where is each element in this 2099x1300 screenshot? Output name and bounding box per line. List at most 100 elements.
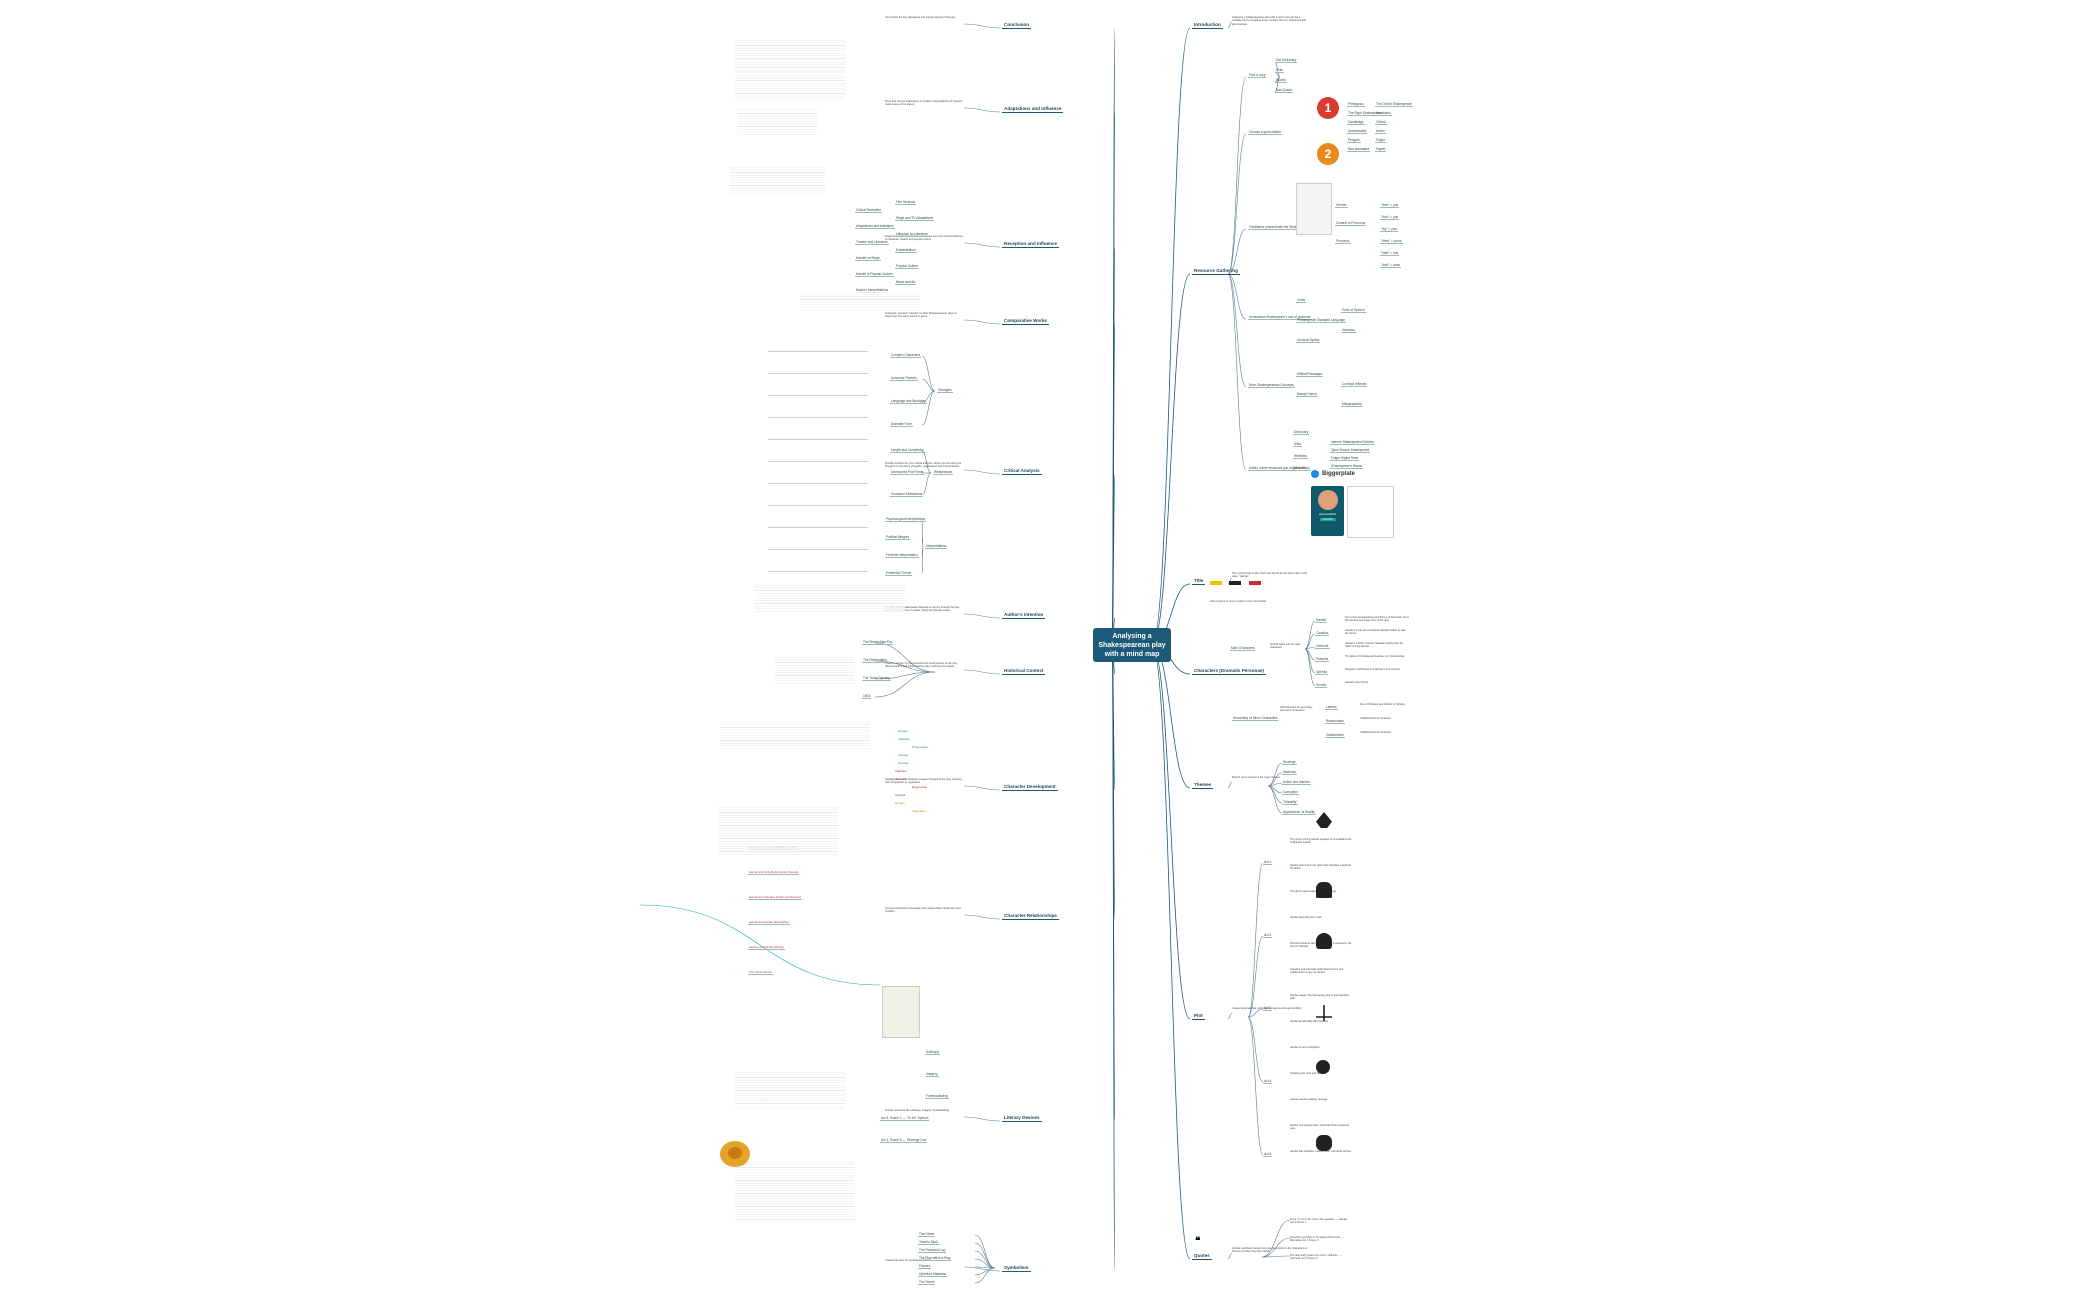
branch-resource[interactable]: Resource Gathering [1192, 268, 1240, 275]
connector-line [1227, 781, 1233, 789]
plot-event: Hamlet learns from the ghost that Claudi… [1290, 864, 1351, 871]
branch-summary-literary: Include examples like soliloquy, imagery… [885, 1109, 950, 1112]
reception-leaf: Influence on Literature [895, 232, 929, 237]
reception-leaf: Existentialism [895, 248, 917, 253]
character-name: Polonius [1315, 657, 1330, 662]
connector-line [874, 671, 936, 698]
vocabulary-leaf: "doth" = does [1380, 263, 1402, 268]
branch-characters[interactable]: Characters (Dramatis Personae) [1192, 668, 1266, 675]
character-desc: Hamlet's best friend [1345, 681, 1368, 684]
central-node[interactable]: Analysing a Shakespearean play with a mi… [1093, 628, 1171, 662]
interpretation-leaf: Political Allegory [885, 535, 911, 540]
edition-tag: The Oxford Shakespeare [1375, 102, 1413, 107]
development-tag: Stagnation [912, 809, 927, 813]
reception-leaf: Hamlet on Stage [855, 256, 881, 261]
edition-tag: Annotated [1375, 111, 1392, 116]
historical-leaf: The Tudor Dynasty [862, 676, 891, 681]
critical-paragraph [768, 511, 868, 528]
reception-leaf: Critical Reception [855, 208, 882, 213]
connector-line [1261, 1237, 1291, 1258]
branch-authors[interactable]: Author's Intention [1002, 612, 1046, 619]
branch-reception[interactable]: Reception and Influence [1002, 241, 1060, 248]
branch-summary-title: The central node of the mind map should … [1232, 572, 1308, 579]
reception-leaf: Popular Culture [895, 264, 920, 269]
skull-icon [1316, 1060, 1330, 1074]
branch-title[interactable]: Title [1192, 578, 1206, 585]
branch-summary-themes: Branch out to represent the major themes [1232, 776, 1280, 779]
strengths-label: Strengths [937, 388, 953, 393]
character-desc: Hamlet's mother, married Claudius shortl… [1345, 642, 1404, 649]
hamlet-flags-image [1210, 572, 1261, 590]
connector-line [963, 1266, 1001, 1272]
follow-button[interactable]: FOLLOW [1319, 518, 1336, 521]
branch-literary[interactable]: Literary Devices [1002, 1115, 1042, 1122]
secondary-character-desc: Childhood friend of Hamlet [1360, 717, 1391, 720]
connector-line [1151, 644, 1191, 1260]
resource-item: More Shakespearean Concepts [1248, 383, 1295, 388]
literary-leaf: Imagery [925, 1072, 939, 1077]
number-one-icon: 1 [1317, 97, 1339, 119]
critical-paragraph [768, 357, 868, 374]
branch-quotes[interactable]: Quotes [1192, 1253, 1212, 1260]
branch-symbolism[interactable]: Symbolism [1002, 1265, 1031, 1272]
vocabulary-leaf: "hath" = has [1380, 251, 1400, 256]
branch-summary-critical: Include a section for your critical anal… [885, 462, 962, 469]
plot-event: Hamlet pretends to be mad [1290, 916, 1322, 919]
symbol-leaf: Yorick's Skull [918, 1240, 939, 1245]
branch-development[interactable]: Character Development [1002, 784, 1058, 791]
plot-event: Laertes returns seeking revenge [1290, 1098, 1328, 1101]
branch-historical[interactable]: Historical Context [1002, 668, 1046, 675]
branch-themes[interactable]: Themes [1192, 782, 1214, 789]
interpretation-leaf: Feminist Interpretation [885, 553, 919, 558]
vocabulary-leaf: "thou" = you [1380, 215, 1400, 220]
connector-line [963, 914, 1001, 920]
critical-paragraph [768, 445, 868, 462]
secondary-character-name: Guildenstern [1325, 733, 1346, 738]
branch-relationships[interactable]: Character Relationships [1002, 913, 1059, 920]
profile-card[interactable]: janmanod2022 FOLLOW [1311, 486, 1344, 536]
edition-tag: Folger [1375, 138, 1387, 143]
connector-line [921, 355, 936, 392]
secondary-character-desc: Son of Polonius and brother of Ophelia [1360, 703, 1405, 706]
historical-leaf: The Reformation [862, 658, 888, 663]
text-block-placeholder [735, 60, 845, 100]
development-tag: Laertes [898, 753, 909, 757]
symbol-leaf: The Ghost [918, 1232, 935, 1237]
branch-summary-historical: Create a section for the historical and … [885, 662, 958, 669]
literary-leaf: Soliloquy [925, 1050, 940, 1055]
connector-line [874, 671, 936, 680]
connector-line [1304, 648, 1316, 687]
connector-line [963, 613, 1001, 619]
site-leaf: Open Source Shakespeare [1330, 448, 1371, 453]
online-resource-leaf: Dictionary [1293, 430, 1310, 435]
relationship-leaf: Hamlet and Claudius (Uncle and Nephew) [748, 895, 803, 900]
quote-item: Something is rotten in the state of Denm… [1290, 1236, 1344, 1243]
critical-paragraph [768, 489, 868, 506]
connector-line [974, 1234, 996, 1269]
connector-line [1267, 762, 1283, 787]
resource-item: Understand Shakespeare's use of grammar [1248, 315, 1312, 320]
branch-critical[interactable]: Critical Analysis [1002, 468, 1042, 475]
connector-line [874, 642, 936, 673]
branch-introduction[interactable]: Introduction [1192, 22, 1223, 29]
grammar-leaf: Verbs [1296, 298, 1307, 303]
critical-paragraph [768, 379, 868, 396]
connector-line [1247, 935, 1264, 1018]
connector-line [963, 242, 1001, 248]
branch-conclusion[interactable]: Conclusion [1002, 22, 1032, 29]
reception-leaf: Music and Art [895, 280, 917, 285]
branch-adaptations[interactable]: Adaptations and Influence [1002, 106, 1064, 113]
connector-line [1227, 1012, 1233, 1020]
connector-line [974, 1242, 996, 1269]
strength-leaf: Complex Characters [890, 353, 922, 358]
quote-mark-icon: ❝ [1195, 1236, 1201, 1247]
branch-comparative[interactable]: Comparative Works [1002, 318, 1050, 325]
vocabulary-leaf: "thy" = your [1380, 227, 1399, 232]
branch-plot[interactable]: Plot [1192, 1013, 1205, 1020]
connector-line [1247, 862, 1264, 1018]
biggerplate-card[interactable]: Biggerplate [1311, 470, 1355, 478]
symbol-leaf: The Poisoned Cup [918, 1248, 947, 1253]
text-block-placeholder [735, 1070, 845, 1110]
branch-summary-symbolism: Create branches for symbols in Hamlet [885, 1259, 930, 1262]
edition-tag: Arden [1375, 129, 1386, 134]
